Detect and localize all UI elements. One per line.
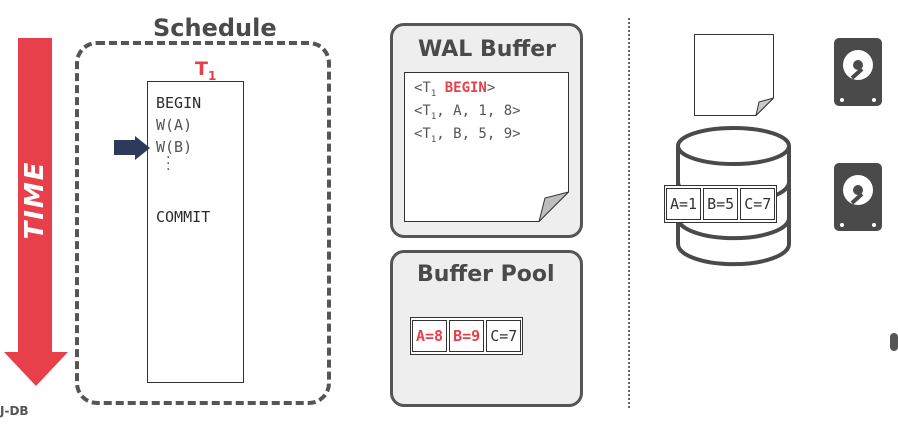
log-file-icon bbox=[694, 34, 774, 116]
wal-record: <T1, A, 1, 8> bbox=[414, 103, 521, 122]
time-label: TIME bbox=[20, 160, 50, 240]
time-arrow-head bbox=[4, 352, 68, 386]
log-page-icon bbox=[404, 72, 569, 222]
buffer-pool-page: A=8 B=9 C=7 bbox=[410, 317, 524, 355]
txn-column bbox=[147, 81, 244, 383]
current-op-pointer-head bbox=[135, 136, 150, 160]
disk-cell-c: C=7 bbox=[740, 188, 776, 220]
hard-drive-icon bbox=[834, 163, 882, 231]
footer-logo-text: J-DB bbox=[0, 404, 29, 418]
op-begin: BEGIN bbox=[156, 94, 202, 112]
scroll-indicator[interactable] bbox=[890, 333, 898, 351]
op-commit: COMMIT bbox=[156, 208, 211, 226]
database-icon bbox=[676, 126, 791, 267]
pool-cell-a: A=8 bbox=[412, 320, 448, 352]
buffer-pool-title: Buffer Pool bbox=[417, 262, 555, 287]
current-op-pointer-icon bbox=[114, 140, 136, 155]
txn-label: T1 bbox=[195, 58, 217, 83]
wal-buffer-title: WAL Buffer bbox=[418, 37, 557, 62]
time-arrow-shaft bbox=[18, 38, 52, 354]
wal-record: <T1, B, 5, 9> bbox=[414, 126, 521, 145]
schedule-box bbox=[75, 41, 331, 405]
schedule-title: Schedule bbox=[153, 14, 277, 42]
pool-cell-b: B=9 bbox=[449, 320, 485, 352]
pool-cell-c: C=7 bbox=[486, 320, 522, 352]
memory-disk-separator bbox=[628, 18, 630, 408]
op-write-a: W(A) bbox=[156, 116, 193, 134]
op-write-b: W(B) bbox=[156, 138, 193, 156]
disk-page: A=1 B=5 C=7 bbox=[664, 185, 778, 223]
disk-cell-b: B=5 bbox=[703, 188, 739, 220]
wal-record: <T1 BEGIN> bbox=[414, 80, 496, 99]
disk-cell-a: A=1 bbox=[666, 188, 702, 220]
ellipsis-icon: ··· bbox=[166, 150, 171, 178]
hard-drive-icon bbox=[834, 38, 882, 106]
